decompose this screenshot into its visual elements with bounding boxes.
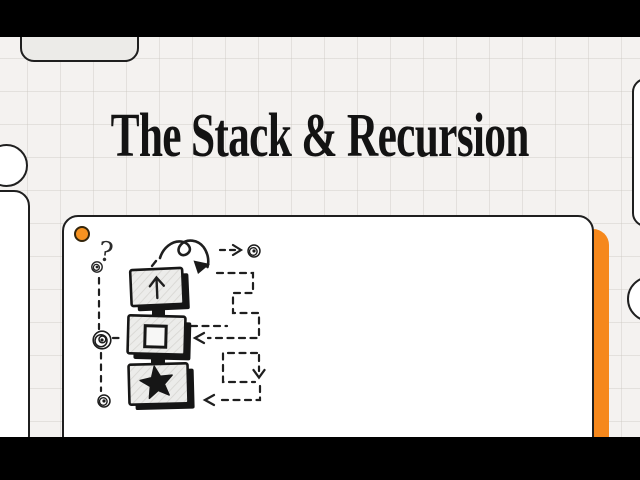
page-title: The Stack & Recursion (110, 102, 530, 170)
scribble-dot-icon (97, 394, 111, 408)
star-icon (139, 365, 173, 400)
dashed-flow-path (189, 271, 262, 402)
title-block: The Stack & Recursion (0, 104, 640, 168)
stack-box-top (128, 266, 190, 312)
scribble-dot-icon (247, 244, 261, 258)
dashed-flow-arrowheads (192, 331, 266, 407)
bottom-letterbox (0, 437, 640, 480)
curly-arrow-icon (150, 239, 210, 274)
top-letterbox (0, 0, 640, 37)
stack-box-bottom (127, 361, 195, 411)
card-marker-dot (74, 226, 90, 242)
dashed-arrow-icon (218, 243, 244, 257)
square-icon (143, 324, 168, 349)
decor-rounded-rect-left (0, 190, 30, 452)
scribble-dot-icon (92, 330, 112, 350)
question-mark: ? (97, 236, 115, 268)
arrow-up-icon (148, 275, 166, 300)
stack-box-middle (126, 314, 192, 361)
scribble-dot-icon (91, 261, 103, 273)
dashed-guide-left (97, 276, 125, 393)
